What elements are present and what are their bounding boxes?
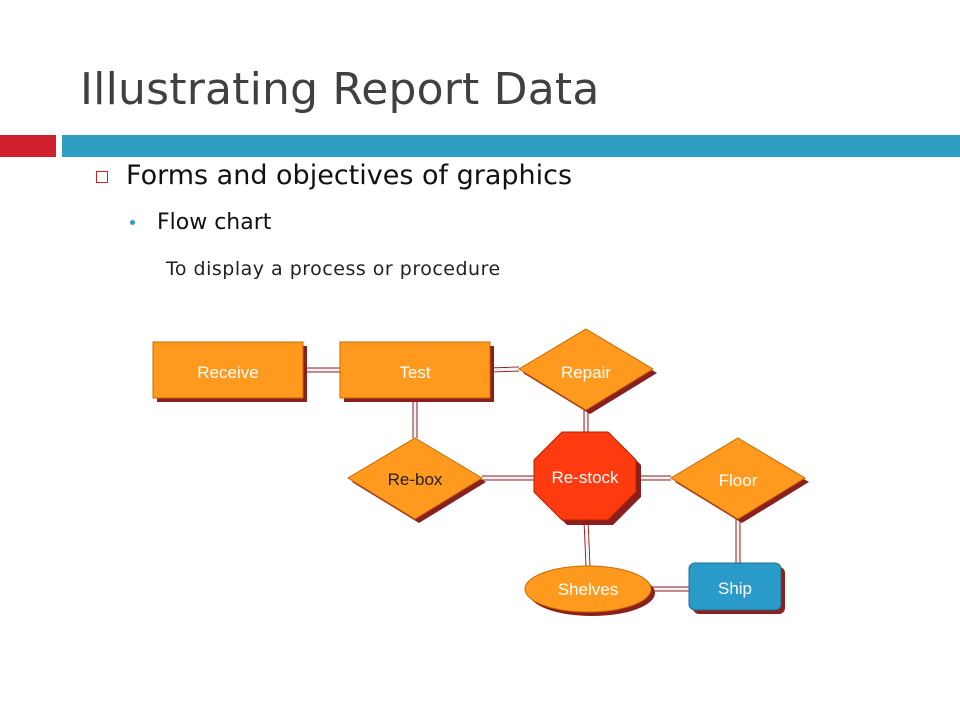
node-restock: Re-stock xyxy=(533,431,641,525)
bullet-level2: Flow chart xyxy=(130,210,271,235)
edge-floor-ship xyxy=(735,519,741,563)
node-rebox: Re-box xyxy=(347,437,486,523)
dot-bullet-icon xyxy=(130,220,135,225)
node-shelves: Shelves xyxy=(524,565,655,616)
node-label-restock: Re-stock xyxy=(551,468,619,487)
accent-bar-blue xyxy=(62,135,960,157)
node-test: Test xyxy=(339,341,494,402)
accent-bar-red xyxy=(0,135,56,157)
node-label-ship: Ship xyxy=(718,579,752,598)
edge-rebox-restock xyxy=(482,475,534,481)
node-label-shelves: Shelves xyxy=(558,580,618,599)
bullet-level1: Forms and objectives of graphics xyxy=(96,160,572,191)
edge-test-repair xyxy=(489,366,520,373)
slide-title: Illustrating Report Data xyxy=(80,64,600,115)
flowchart-edges xyxy=(303,366,741,592)
node-ship: Ship xyxy=(688,562,785,614)
subbullet-text: Flow chart xyxy=(157,210,272,235)
node-repair: Repair xyxy=(518,328,657,414)
node-label-repair: Repair xyxy=(561,363,611,382)
edge-receive-test xyxy=(303,367,340,373)
node-label-test: Test xyxy=(399,363,430,382)
description-text: To display a process or procedure xyxy=(166,258,501,280)
node-label-receive: Receive xyxy=(197,363,258,382)
node-floor: Floor xyxy=(670,437,809,523)
edge-shelves-ship xyxy=(651,586,689,592)
edge-restock-shelves xyxy=(583,519,591,567)
square-bullet-icon xyxy=(96,170,108,183)
node-label-floor: Floor xyxy=(719,471,758,490)
edge-test-rebox xyxy=(412,398,418,438)
bullet-text: Forms and objectives of graphics xyxy=(126,160,573,191)
node-receive: Receive xyxy=(152,341,307,402)
edge-restock-floor xyxy=(636,475,671,481)
node-label-rebox: Re-box xyxy=(388,470,443,489)
edge-repair-restock xyxy=(583,410,589,432)
